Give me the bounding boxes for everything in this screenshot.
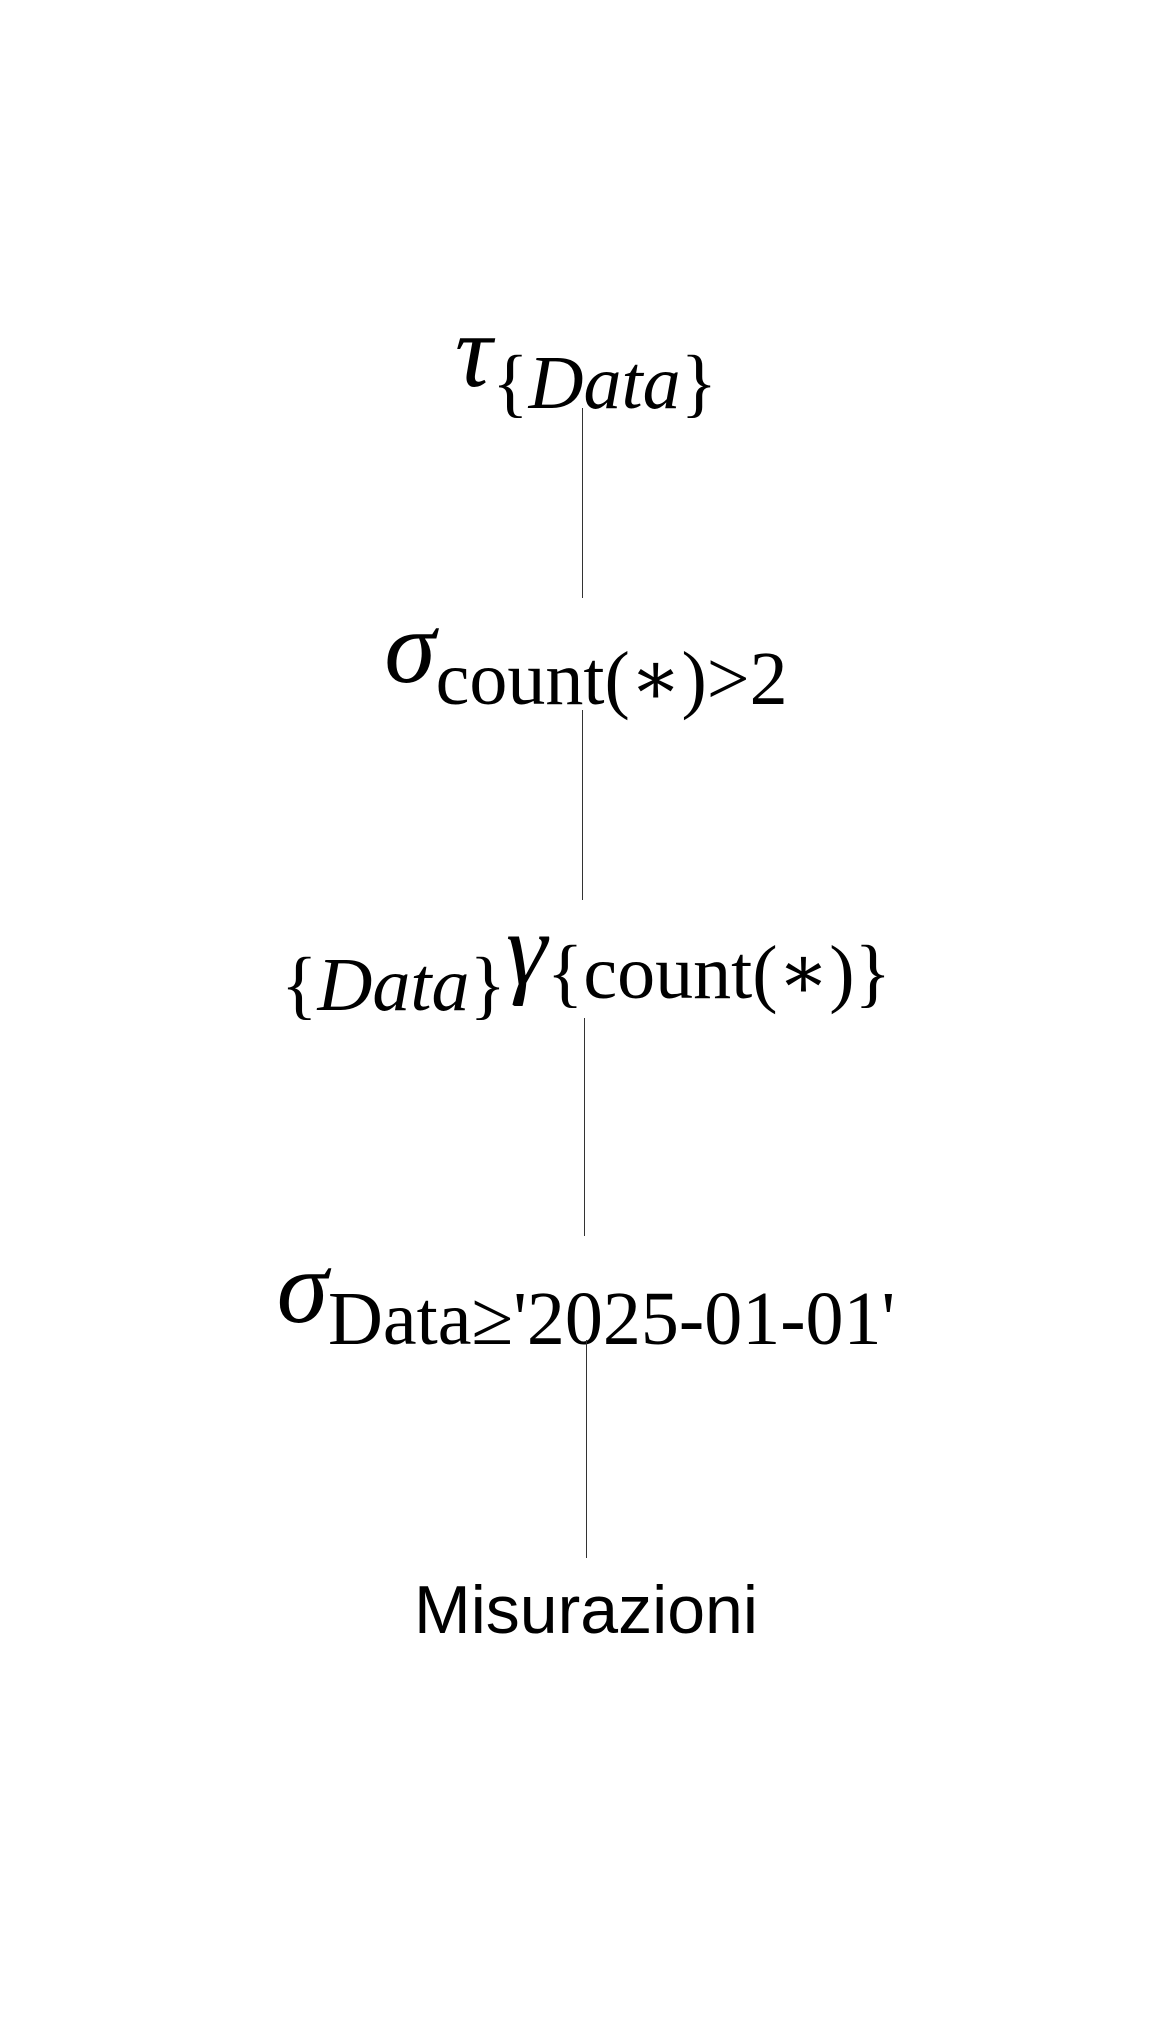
agg-close-brace: } [854, 931, 892, 1015]
aggregate-function: count(∗) [583, 931, 855, 1015]
sort-close-brace: } [680, 341, 718, 425]
agg-open-brace: { [546, 931, 584, 1015]
edge-group-to-where [584, 1018, 585, 1236]
group-attributes: {Data} [281, 943, 506, 1027]
sort-attribute: Data [528, 341, 681, 425]
edge-where-to-relation [586, 1340, 587, 1558]
having-select-condition: count(∗)>2 [435, 637, 788, 721]
group-open-brace: { [280, 943, 318, 1027]
where-select-operator: σ [276, 1230, 329, 1345]
relation-node: Misurazioni [0, 1576, 1172, 1644]
having-select-operator: σ [384, 590, 436, 705]
group-close-brace: } [469, 943, 506, 1027]
sort-node: τ{Data} [0, 300, 1172, 422]
where-select-node: σData≥'2025-01-01' [0, 1236, 1172, 1358]
having-select-node: σcount(∗)>2 [0, 596, 1172, 718]
sort-open-brace: { [492, 341, 529, 425]
sort-subscript: {Data} [492, 341, 717, 425]
sort-operator: τ [454, 294, 493, 409]
group-by-operator: γ [505, 892, 547, 1007]
group-aggregates: {count(∗)} [547, 931, 891, 1015]
where-select-condition: Data≥'2025-01-01' [328, 1277, 896, 1361]
edge-sort-to-having [582, 408, 583, 598]
edge-having-to-group [582, 710, 583, 900]
relation-name: Misurazioni [414, 1572, 758, 1648]
group-by-node: {Data}γ{count(∗)} [0, 898, 1172, 1024]
group-attribute: Data [317, 943, 470, 1027]
